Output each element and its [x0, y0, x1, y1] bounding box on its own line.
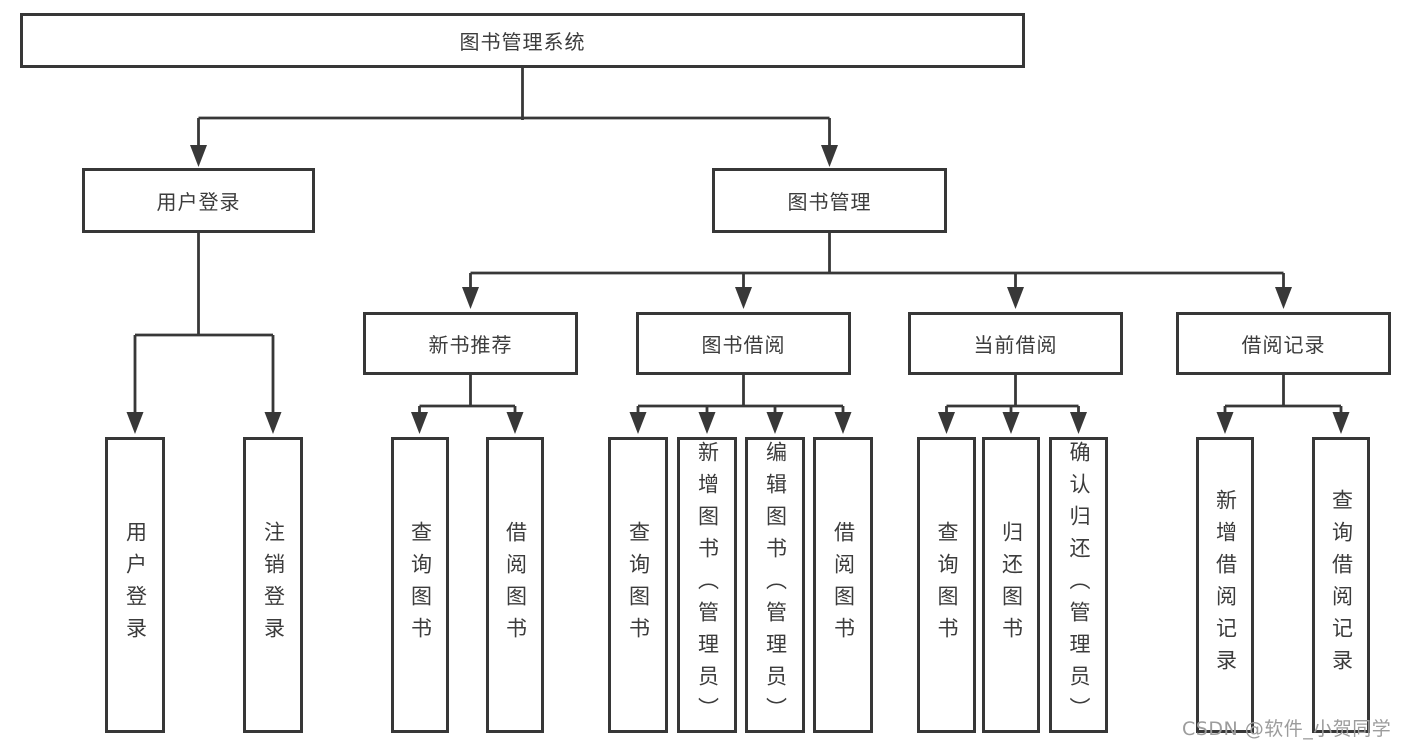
arrowhead-icon — [126, 412, 144, 434]
leaf-query-books-borrow-label: 查询图书 — [626, 521, 651, 649]
leaf-user-login: 用户登录 — [105, 437, 165, 733]
leaf-query-books-current-label: 查询图书 — [935, 521, 959, 649]
arrowhead-icon — [834, 412, 852, 434]
node-user-login-label: 用户登录 — [156, 190, 241, 214]
leaf-confirm-return-admin-label: 确认归还（管理员） — [1067, 441, 1091, 729]
node-new-book-recommendation-label: 新书推荐 — [428, 333, 513, 357]
arrowhead-icon — [1332, 412, 1350, 434]
leaf-logout-label: 注销登录 — [261, 521, 286, 649]
leaf-borrow-books-new-label: 借阅图书 — [503, 521, 528, 649]
leaf-add-books-admin: 新增图书（管理员） — [677, 437, 737, 733]
arrowhead-icon — [821, 145, 838, 167]
leaf-borrow-books: 借阅图书 — [813, 437, 873, 733]
node-current-borrowing: 当前借阅 — [908, 312, 1123, 375]
node-book-borrowing-label: 图书借阅 — [701, 333, 786, 357]
leaf-borrow-books-new: 借阅图书 — [486, 437, 544, 733]
arrowheads — [126, 145, 1350, 434]
node-book-management: 图书管理 — [712, 168, 947, 233]
node-new-book-recommendation: 新书推荐 — [363, 312, 578, 375]
node-book-management-label: 图书管理 — [787, 190, 872, 214]
node-borrowing-records-label: 借阅记录 — [1241, 333, 1326, 357]
arrowhead-icon — [264, 412, 282, 434]
leaf-query-books-borrow: 查询图书 — [608, 437, 668, 733]
leaf-query-books-new: 查询图书 — [391, 437, 449, 733]
node-current-borrowing-label: 当前借阅 — [973, 333, 1058, 357]
leaf-query-borrow-record-label: 查询借阅记录 — [1329, 489, 1354, 681]
node-user-login: 用户登录 — [82, 168, 315, 233]
leaf-return-books-label: 归还图书 — [999, 521, 1024, 649]
leaf-query-books-current: 查询图书 — [917, 437, 976, 733]
leaf-edit-books-admin: 编辑图书（管理员） — [745, 437, 805, 733]
arrowhead-icon — [938, 412, 955, 434]
leaf-logout: 注销登录 — [243, 437, 303, 733]
leaf-add-books-admin-label: 新增图书（管理员） — [695, 441, 720, 729]
arrowhead-icon — [1216, 412, 1234, 434]
node-root-label: 图书管理系统 — [459, 30, 586, 54]
connector-path — [133, 68, 1343, 414]
csdn-watermark: CSDN @软件_小贺同学 — [1182, 718, 1392, 740]
leaf-query-borrow-record: 查询借阅记录 — [1312, 437, 1370, 733]
arrowhead-icon — [766, 412, 784, 434]
leaf-add-borrow-record-label: 新增借阅记录 — [1213, 489, 1238, 681]
leaf-borrow-books-label: 借阅图书 — [831, 521, 856, 649]
arrowhead-icon — [411, 412, 428, 434]
node-book-borrowing: 图书借阅 — [636, 312, 851, 375]
arrowhead-icon — [1275, 287, 1292, 309]
arrowhead-icon — [462, 287, 479, 309]
arrowhead-icon — [1070, 412, 1087, 434]
leaf-confirm-return-admin: 确认归还（管理员） — [1049, 437, 1108, 733]
arrowhead-icon — [629, 412, 647, 434]
arrowhead-icon — [735, 287, 752, 309]
leaf-return-books: 归还图书 — [982, 437, 1040, 733]
arrowhead-icon — [1002, 412, 1020, 434]
leaf-query-books-new-label: 查询图书 — [408, 521, 433, 649]
leaf-user-login-label: 用户登录 — [123, 521, 148, 649]
leaf-add-borrow-record: 新增借阅记录 — [1196, 437, 1254, 733]
leaf-edit-books-admin-label: 编辑图书（管理员） — [763, 441, 788, 729]
arrowhead-icon — [190, 145, 207, 167]
node-library-management-system: 图书管理系统 — [20, 13, 1025, 68]
node-borrowing-records: 借阅记录 — [1176, 312, 1391, 375]
arrowhead-icon — [506, 412, 524, 434]
arrowhead-icon — [698, 412, 716, 434]
arrowhead-icon — [1007, 287, 1024, 309]
